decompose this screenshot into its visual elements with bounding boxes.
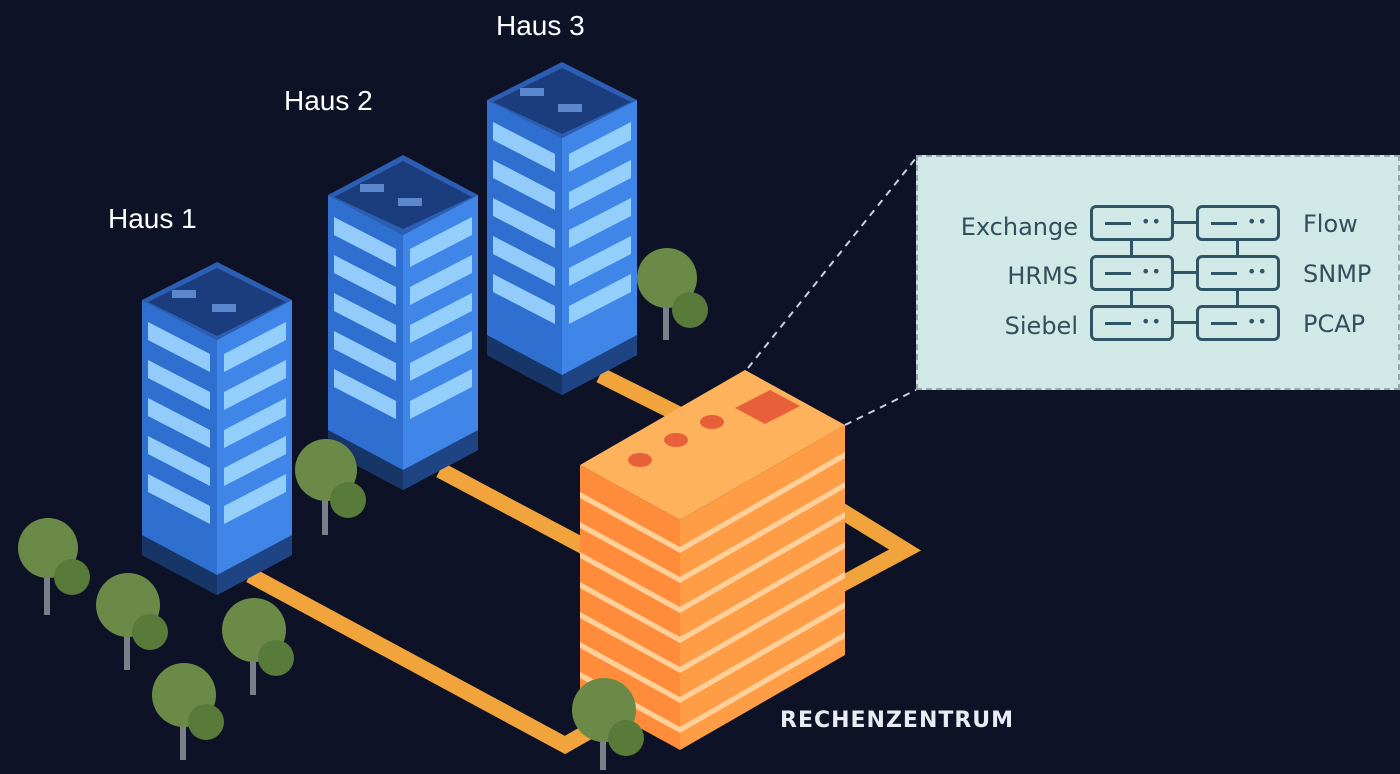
tree — [295, 439, 366, 535]
service-label-left: Siebel — [1004, 312, 1078, 340]
building-haus-3 — [487, 62, 637, 395]
path-haus2-datacenter — [436, 462, 604, 563]
server-link — [1174, 221, 1196, 224]
callout-lines — [747, 157, 917, 426]
building-haus-1 — [142, 262, 292, 595]
service-label-right: Flow — [1303, 210, 1358, 238]
service-label-right: SNMP — [1303, 260, 1372, 288]
server-link — [1236, 291, 1239, 307]
server-link — [1130, 291, 1133, 307]
path-haus3-datacenter — [596, 367, 684, 423]
server-icon: •• — [1090, 305, 1174, 341]
tree — [152, 663, 224, 760]
server-icon: •• — [1196, 205, 1280, 241]
path-haus1-datacenter — [246, 567, 604, 755]
building-label-haus-1: Haus 1 — [108, 203, 197, 234]
datacenter-building — [580, 370, 845, 750]
server-link — [1174, 271, 1196, 274]
datacenter-label: RECHENZENTRUM — [780, 708, 1015, 733]
server-link — [1174, 321, 1196, 324]
server-link — [1130, 241, 1133, 257]
building-haus-2 — [328, 155, 478, 490]
server-icon: •• — [1090, 205, 1174, 241]
tree — [96, 573, 168, 670]
service-label-left: HRMS — [1007, 262, 1078, 290]
tree — [18, 518, 90, 615]
tree — [637, 248, 708, 340]
path-datacenter-loop — [835, 503, 922, 593]
tree — [572, 678, 644, 770]
server-link — [1236, 241, 1239, 257]
server-icon: •• — [1090, 255, 1174, 291]
service-label-right: PCAP — [1303, 310, 1366, 338]
server-icon: •• — [1196, 255, 1280, 291]
tree — [222, 598, 294, 695]
building-label-haus-2: Haus 2 — [284, 85, 373, 116]
building-label-haus-3: Haus 3 — [496, 10, 585, 41]
service-label-left: Exchange — [960, 213, 1078, 241]
server-icon: •• — [1196, 305, 1280, 341]
services-panel: Exchange HRMS Siebel Flow SNMP PCAP •• •… — [916, 155, 1400, 390]
trees — [18, 248, 708, 770]
